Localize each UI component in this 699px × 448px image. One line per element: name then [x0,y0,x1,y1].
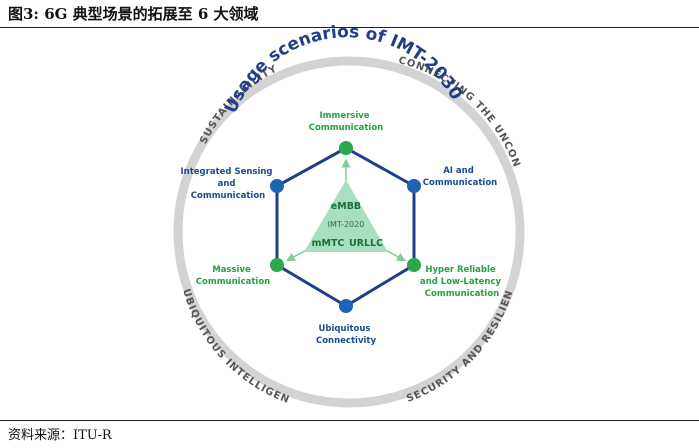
diagram-title: Usage scenarios of IMT-2030 [221,22,466,116]
triangle-mmtc: mMTC [312,238,345,249]
figure-title: 图3: 6G 典型场景的拓展至 6 大领域 [8,5,259,23]
imt2020-triangle [304,180,388,252]
node-ubiquitous [339,299,353,313]
node-ai [407,179,421,193]
node-massive [270,258,284,272]
figure-source: 资料来源：ITU-R [8,428,112,443]
source-rule [0,420,699,421]
node-isac [270,179,284,193]
ring-label-intelligence: UBIQUITOUS INTELLIGENCE [0,0,291,406]
label-immersive: Immersive Communication [309,111,383,133]
label-isac: Integrated Sensing and Communication [181,167,276,201]
node-hrllc [407,258,421,272]
outer-ring [173,56,525,408]
node-immersive [339,141,353,155]
label-massive: Massive Communication [196,265,270,287]
triangle-urllc: URLLC [349,238,383,249]
label-ai-communication: AI and Communication [423,166,497,188]
title-rule [0,27,699,28]
label-ubiquitous: Ubiquitous Connectivity [316,324,376,346]
triangle-imt2020: IMT-2020 [328,220,365,229]
label-hrllc: Hyper Reliable and Low-Latency Communica… [420,265,504,299]
triangle-embb: eMBB [331,201,361,212]
